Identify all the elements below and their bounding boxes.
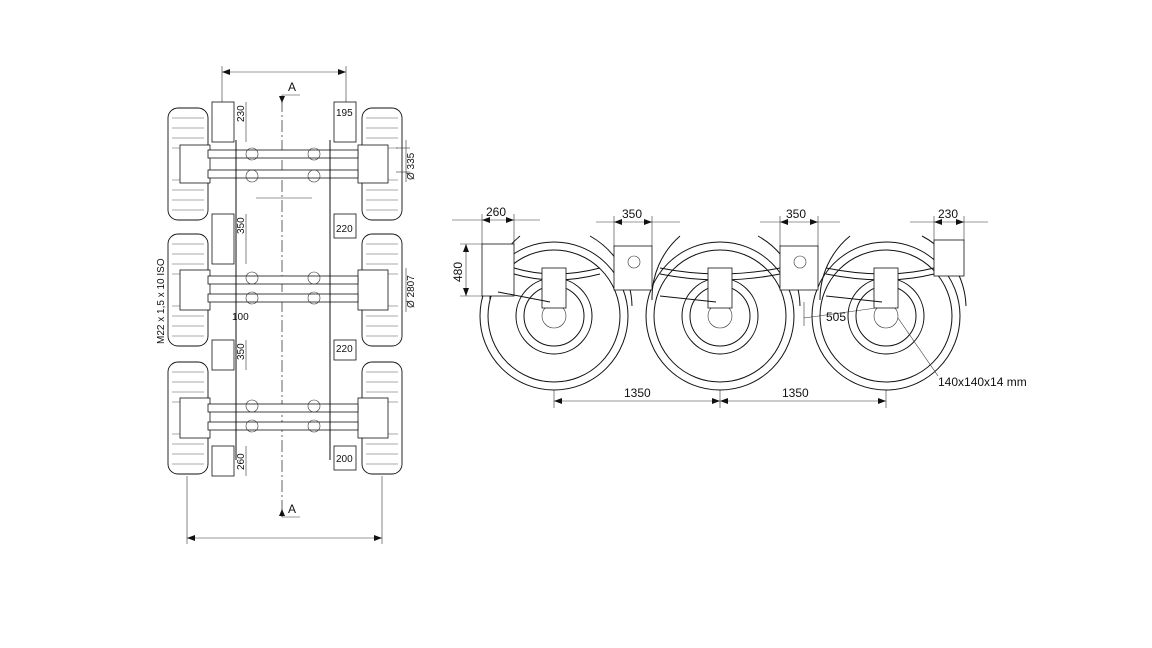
side-dim-505: 505 <box>826 310 846 324</box>
top-dim-350-a: 350 <box>236 217 247 234</box>
thread-spec-label: M22 x 1,5 x 10 ISO <box>156 258 167 344</box>
top-dim-2807: Ø 2807 <box>406 275 417 308</box>
top-dim-230: 230 <box>236 105 247 122</box>
side-view: 260 350 350 230 480 <box>451 205 1027 408</box>
top-dim-220-a: 220 <box>336 224 353 235</box>
axle-3 <box>167 330 403 477</box>
side-dim-350-a: 350 <box>622 207 642 221</box>
axle-2 <box>167 200 403 347</box>
side-dim-1350-b: 1350 <box>782 386 809 400</box>
top-dim-100: 100 <box>232 312 249 323</box>
top-dim-335: Ø 335 <box>406 152 417 180</box>
profile-label: 140x140x14 mm <box>938 375 1027 389</box>
axle-1 <box>167 101 403 221</box>
section-marker-bottom: A <box>288 502 296 516</box>
side-dim-350-b: 350 <box>786 207 806 221</box>
top-dim-220-b: 220 <box>336 344 353 355</box>
side-wheel-2 <box>645 241 795 391</box>
side-dim-1350-a: 1350 <box>624 386 651 400</box>
section-marker-top: A <box>288 80 296 94</box>
top-dim-350-b: 350 <box>236 343 247 360</box>
top-dim-195: 195 <box>336 108 353 119</box>
side-dim-260: 260 <box>486 205 506 219</box>
top-view: A A M22 x 1,5 x 10 ISO <box>156 66 417 544</box>
side-dim-480: 480 <box>451 262 465 282</box>
top-dim-260: 260 <box>236 453 247 470</box>
side-dim-230: 230 <box>938 207 958 221</box>
top-dim-200: 200 <box>336 454 353 465</box>
